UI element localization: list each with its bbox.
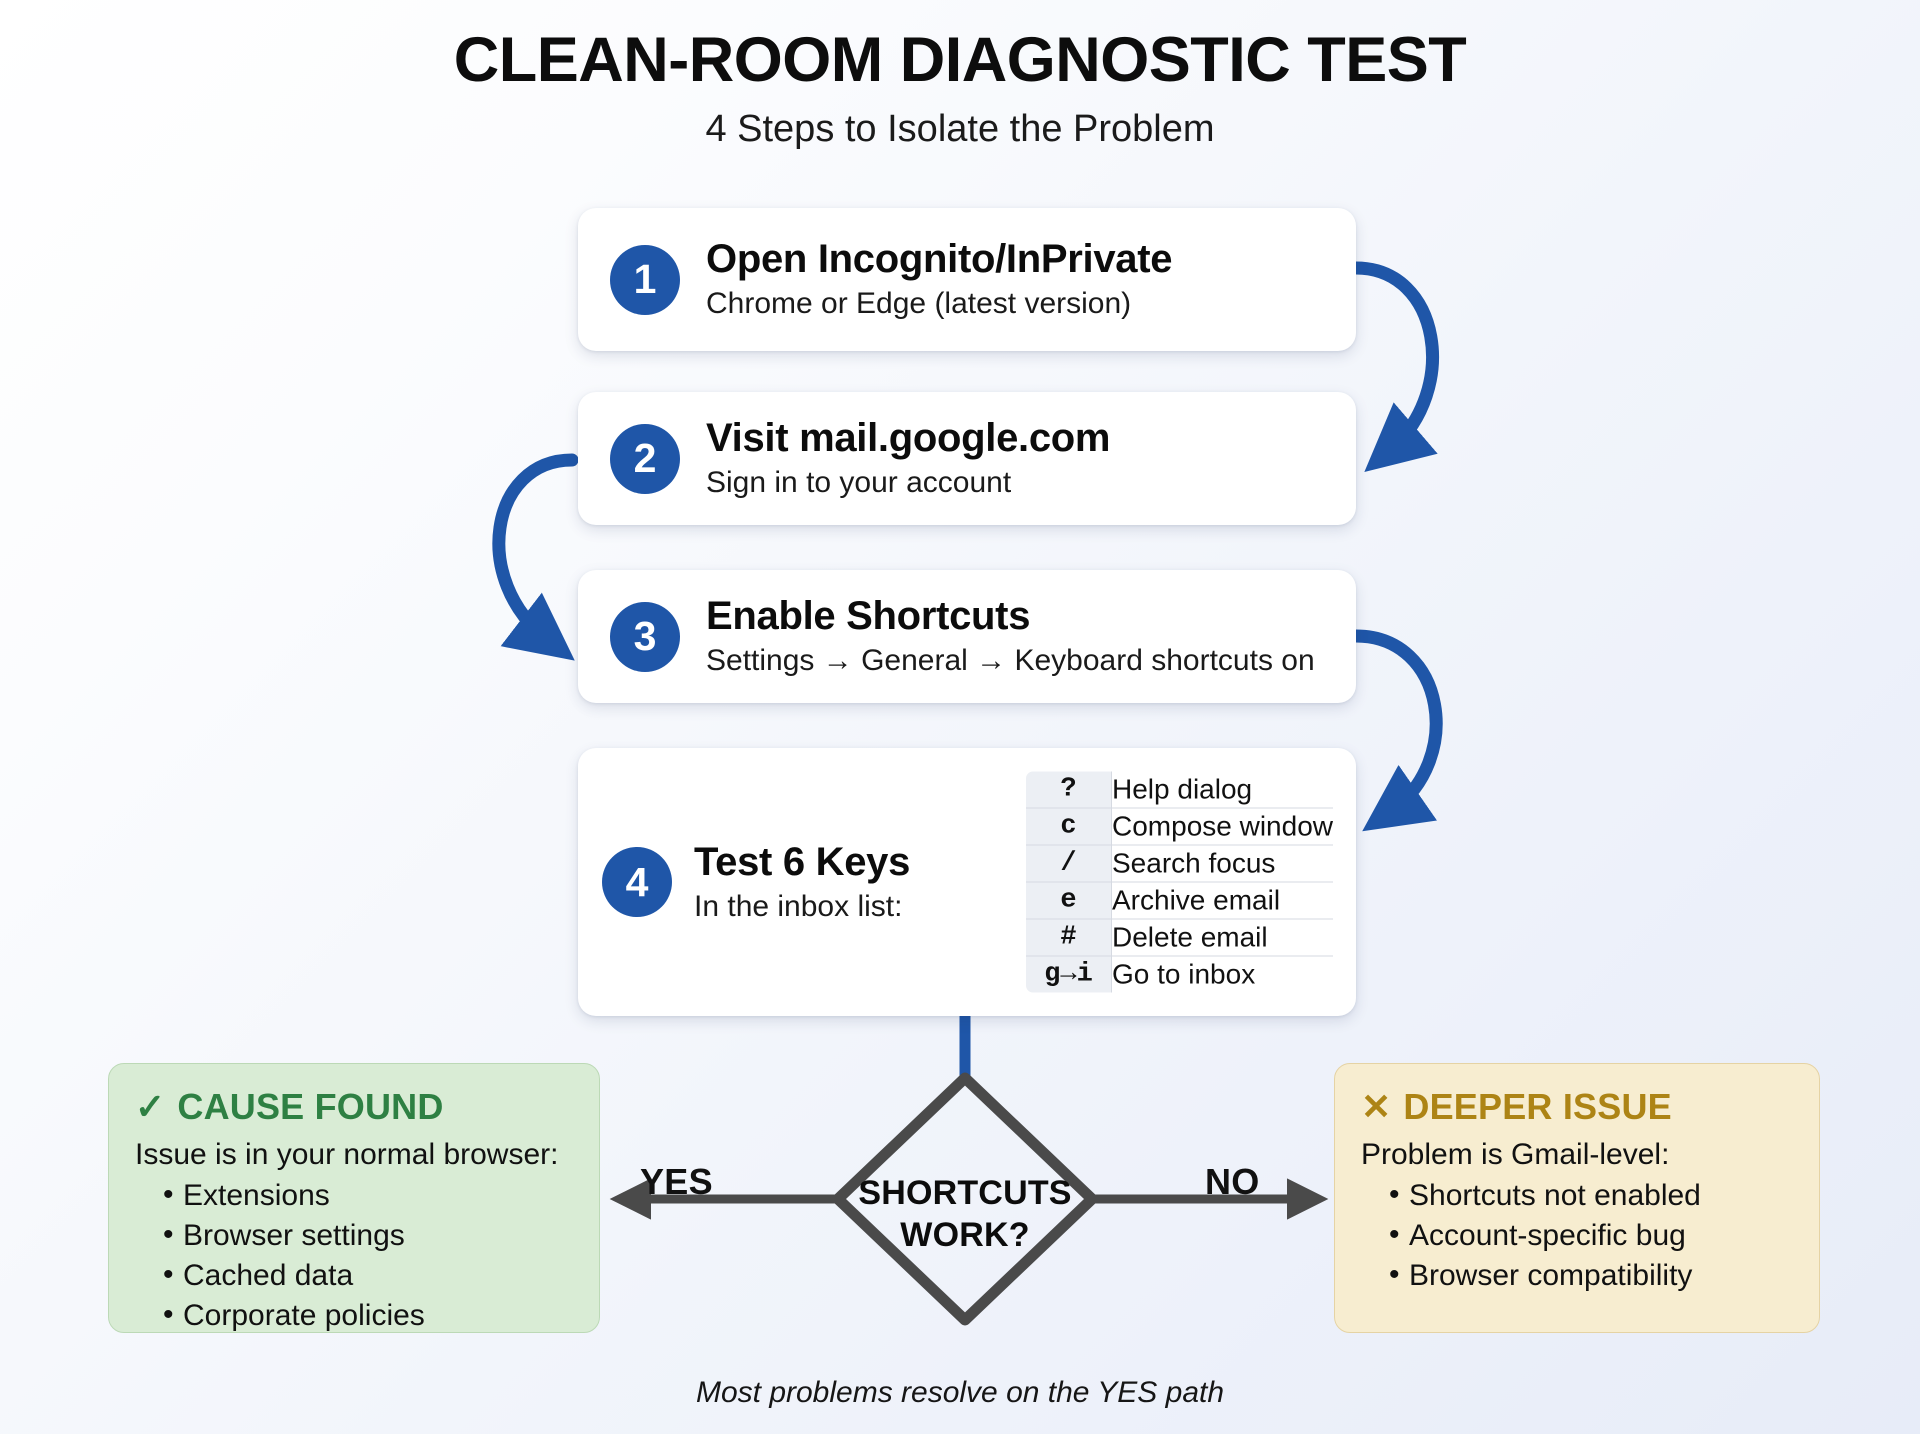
key-action: Archive email (1111, 882, 1333, 920)
keyboard-shortcuts-table: ? Help dialog c Compose window / Search … (1025, 770, 1334, 994)
step-number-badge: 4 (602, 847, 672, 917)
step-subtitle: Settings → General → Keyboard shortcuts … (706, 644, 1315, 677)
step-card-4[interactable]: 4 Test 6 Keys In the inbox list: ? Help … (578, 748, 1356, 1016)
step-number-badge: 2 (610, 423, 680, 494)
outcome-panel-cause-found: ✓ CAUSE FOUND Issue is in your normal br… (108, 1063, 600, 1336)
table-row: g→i Go to inbox (1026, 956, 1333, 993)
key-cell: # (1026, 919, 1112, 957)
key-action: Delete email (1111, 919, 1333, 957)
key-action: Compose window (1111, 808, 1333, 846)
step-number-badge: 3 (610, 601, 680, 672)
step-subtitle: In the inbox list: (694, 889, 903, 923)
step-number-badge: 1 (610, 244, 680, 315)
cross-icon: ✕ (1361, 1086, 1392, 1127)
branch-label-no: NO (1205, 1161, 1260, 1202)
list-item: Extensions (135, 1175, 573, 1216)
key-action: Help dialog (1111, 771, 1333, 809)
footnote: Most problems resolve on the YES path (695, 1376, 1225, 1409)
outcome-heading-row: ✓ CAUSE FOUND (135, 1086, 573, 1128)
outcome-lead: Issue is in your normal browser: (135, 1138, 559, 1171)
outcome-list: Extensions Browser settings Cached data … (135, 1175, 573, 1336)
outcome-panel-deeper-issue: ✕ DEEPER ISSUE Problem is Gmail-level: S… (1334, 1063, 1820, 1333)
outcome-lead: Problem is Gmail-level: (1361, 1138, 1670, 1171)
list-item: Cached data (135, 1255, 573, 1296)
arrow-step3-to-step4 (1349, 629, 1443, 832)
key-cell: g→i (1026, 956, 1112, 993)
key-cell: ? (1026, 771, 1112, 809)
step-text: Test 6 Keys In the inbox list: (694, 840, 994, 925)
page-subtitle: 4 Steps to Isolate the Problem (705, 108, 1215, 151)
list-item: Browser settings (135, 1215, 573, 1256)
step-subtitle: Sign in to your account (706, 466, 1012, 499)
step-text: Enable Shortcuts Settings → General → Ke… (706, 594, 1356, 679)
keys-table-body: ? Help dialog c Compose window / Search … (1026, 771, 1333, 993)
page-header: CLEAN-ROOM DIAGNOSTIC TEST 4 Steps to Is… (0, 26, 1920, 151)
key-cell: / (1026, 845, 1112, 883)
check-icon: ✓ (135, 1086, 166, 1127)
decision-question: SHORTCUTS WORK? (800, 1172, 1130, 1256)
table-row: e Archive email (1026, 882, 1333, 920)
list-item: Corporate policies (135, 1295, 573, 1336)
table-row: # Delete email (1026, 919, 1333, 957)
decision-question-line1: SHORTCUTS (858, 1174, 1072, 1212)
step-subtitle: Chrome or Edge (latest version) (706, 287, 1132, 320)
step-text: Open Incognito/InPrivate Chrome or Edge … (706, 237, 1356, 322)
outcome-list: Shortcuts not enabled Account-specific b… (1361, 1175, 1793, 1296)
table-row: ? Help dialog (1026, 771, 1333, 809)
table-row: c Compose window (1026, 808, 1333, 846)
step-title: Open Incognito/InPrivate (706, 237, 1173, 281)
step-title: Test 6 Keys (694, 839, 911, 884)
step-card-2[interactable]: 2 Visit mail.google.com Sign in to your … (578, 392, 1356, 525)
step-card-3[interactable]: 3 Enable Shortcuts Settings → General → … (578, 570, 1356, 703)
key-cell: e (1026, 882, 1112, 920)
key-action: Search focus (1111, 845, 1333, 883)
page-title: CLEAN-ROOM DIAGNOSTIC TEST (453, 25, 1467, 95)
list-item: Account-specific bug (1361, 1215, 1793, 1256)
step-title: Enable Shortcuts (706, 594, 1031, 638)
key-cell: c (1026, 808, 1112, 846)
step-card-1[interactable]: 1 Open Incognito/InPrivate Chrome or Edg… (578, 208, 1356, 351)
branch-label-yes: YES (640, 1161, 713, 1202)
step-text: Visit mail.google.com Sign in to your ac… (706, 416, 1356, 501)
step-title: Visit mail.google.com (706, 416, 1111, 460)
list-item: Shortcuts not enabled (1361, 1175, 1793, 1216)
table-row: / Search focus (1026, 845, 1333, 883)
arrow-step1-to-step2 (1349, 261, 1439, 473)
outcome-heading: CAUSE FOUND (177, 1086, 444, 1127)
outcome-heading: DEEPER ISSUE (1403, 1086, 1672, 1127)
list-item: Browser compatibility (1361, 1255, 1793, 1296)
decision-question-line2: WORK? (900, 1216, 1030, 1255)
outcome-heading-row: ✕ DEEPER ISSUE (1361, 1086, 1793, 1128)
key-action: Go to inbox (1112, 958, 1256, 990)
arrow-step2-to-step3 (492, 453, 579, 661)
